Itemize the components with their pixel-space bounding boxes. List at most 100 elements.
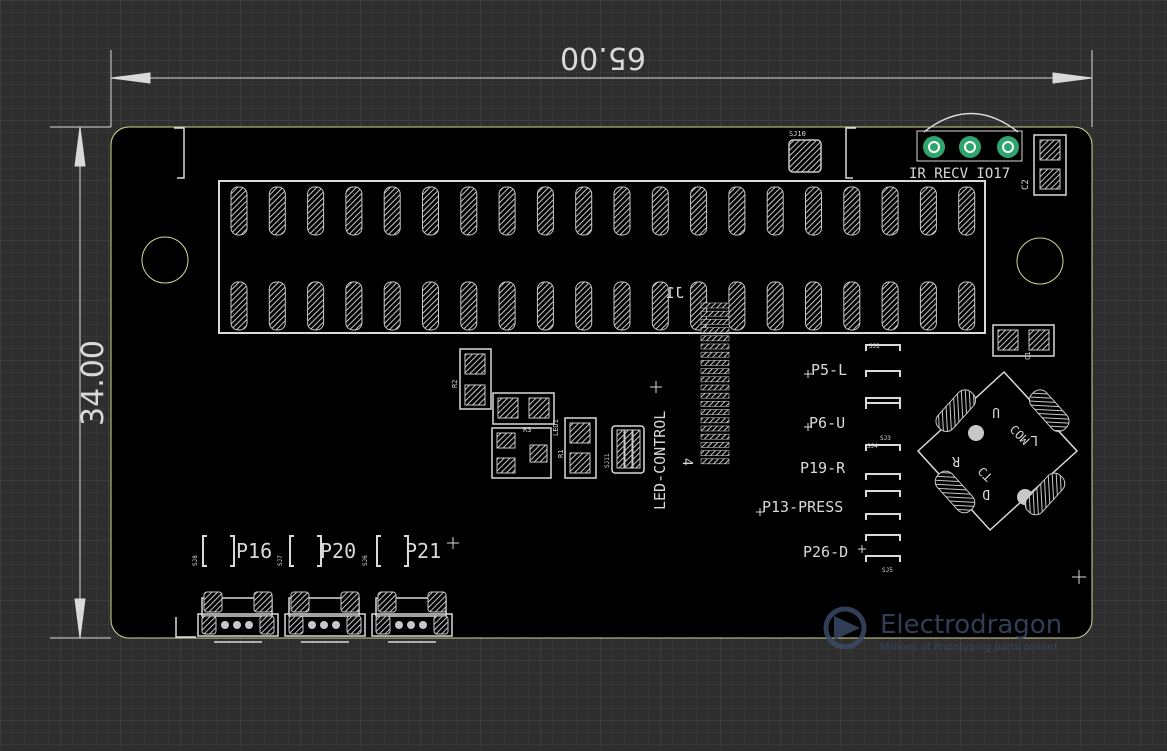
- button-pin: [233, 621, 241, 629]
- resistor-r3: R3: [492, 392, 555, 434]
- watermark-brand: Electrodragon: [880, 610, 1062, 640]
- button-connector: [284, 613, 366, 637]
- button-pad: [433, 615, 449, 635]
- header-pin-top: [230, 186, 248, 236]
- strip-pin: [700, 417, 730, 424]
- header-pin-bottom: [460, 281, 478, 331]
- button-jumper-right: [317, 535, 322, 567]
- button-pad: [259, 615, 275, 635]
- header-pin-top: [613, 186, 631, 236]
- r3-label: R3: [523, 426, 531, 434]
- header-pin-bottom: [919, 281, 937, 331]
- header-pin-top: [460, 186, 478, 236]
- side-jumper-bracket: [865, 490, 901, 497]
- header-pin-bottom: [805, 281, 822, 331]
- header-pin-bottom: [498, 281, 516, 331]
- side-jumper-bracket: [865, 534, 901, 541]
- ir-receiver-label: IR_RECV_IO17: [909, 166, 1010, 182]
- strip-pin: [700, 401, 730, 407]
- button-pin: [221, 621, 229, 629]
- strip-pin: [700, 335, 730, 342]
- c2-label: C2: [1021, 179, 1031, 190]
- jumper-sj11: SJ11: [604, 425, 645, 474]
- button-connector: [197, 613, 279, 637]
- side-jumper-bracket: [865, 473, 901, 480]
- header-pin-top: [881, 186, 899, 236]
- header-pin-bottom: [536, 281, 554, 331]
- button-pad: [346, 615, 362, 635]
- header-pin-bottom: [422, 281, 439, 331]
- header-pin-top: [805, 186, 822, 236]
- header-pin-bottom: [881, 281, 899, 331]
- button-pin: [407, 621, 415, 629]
- strip-pin: [700, 343, 730, 350]
- side-jumper-bracket: [865, 555, 901, 562]
- watermark: Electrodragon Millions of Prototyping pa…: [823, 606, 1062, 653]
- header-pin-bottom: [307, 281, 325, 331]
- header-j1-outline: [218, 180, 986, 334]
- header-pin-top: [728, 186, 746, 236]
- header-pin-bottom: [575, 281, 593, 331]
- corner-marks: [174, 127, 856, 638]
- board-outline: [110, 126, 1093, 639]
- sj3-label: SJ3: [880, 435, 891, 442]
- side-jumper-bracket: [865, 344, 901, 351]
- watermark-tagline: Millions of Prototyping parts online!: [880, 642, 1058, 653]
- header-pin-bottom: [766, 281, 784, 331]
- push-button-2: P20: [284, 535, 366, 643]
- button-connector: [371, 613, 453, 637]
- header-pin-top: [651, 186, 669, 236]
- resistor-r2: R2: [451, 348, 492, 410]
- side-jumper-bracket: [865, 513, 901, 520]
- button-pin: [395, 621, 403, 629]
- sj7-label: SJ7: [277, 555, 284, 566]
- header-pin-bottom: [651, 281, 669, 331]
- strip-pin: [700, 360, 730, 366]
- header-pin-bottom: [958, 281, 976, 331]
- header-j1-label: J1: [666, 284, 684, 302]
- dimension-height: [50, 126, 111, 639]
- sj6-label: SJ6: [362, 555, 369, 566]
- header-pin-top: [766, 186, 784, 236]
- strip-pin: [700, 319, 730, 325]
- strip-pin: [700, 384, 730, 391]
- origin-cross: [1072, 570, 1086, 584]
- joystick-d: D: [982, 486, 990, 501]
- dimension-width-label: 65.00: [560, 40, 646, 75]
- header-pin-bottom: [383, 281, 401, 331]
- header-pin-bottom: [728, 281, 746, 331]
- capacitor-c2: C2: [1021, 134, 1067, 196]
- header-pin-top: [690, 186, 708, 236]
- mounting-hole-left: [141, 236, 189, 284]
- label-p13-press: P13-PRESS: [762, 498, 843, 516]
- r2-label: R2: [451, 380, 459, 388]
- header-pin-top: [345, 186, 363, 236]
- ir-via-1: [923, 136, 945, 158]
- sj10-label: SJ10: [789, 130, 806, 138]
- side-jumper-bracket: [865, 402, 901, 409]
- sj11-label: SJ11: [604, 453, 611, 468]
- button-jumper-left: [202, 535, 207, 567]
- button-pad: [427, 591, 447, 613]
- button-label: P20: [320, 539, 356, 563]
- label-p19-r: P19-R: [800, 459, 846, 477]
- joystick-pin-labels: P5-L P6-U P19-R P13-PRESS P26-D: [756, 361, 866, 561]
- header-pin-top: [383, 186, 401, 236]
- button-pad: [253, 591, 273, 613]
- led-led1: LED1: [491, 419, 560, 479]
- joystick-l: L: [1030, 432, 1038, 447]
- button-pad: [203, 591, 223, 613]
- label-p26-d: P26-D: [803, 543, 848, 561]
- header-pin-top: [843, 186, 861, 236]
- joystick-jumpers: [865, 344, 901, 562]
- strip-pin: [700, 392, 730, 399]
- resistor-r1: R1: [557, 417, 597, 479]
- button-pin: [419, 621, 427, 629]
- led-connector-pins: [700, 302, 730, 465]
- strip-pin: [700, 302, 730, 309]
- led1-label: LED1: [552, 419, 560, 436]
- header-pin-top: [919, 186, 937, 236]
- button-pad: [375, 615, 391, 635]
- watermark-logo-icon: [823, 606, 867, 650]
- header-pin-top: [536, 186, 554, 236]
